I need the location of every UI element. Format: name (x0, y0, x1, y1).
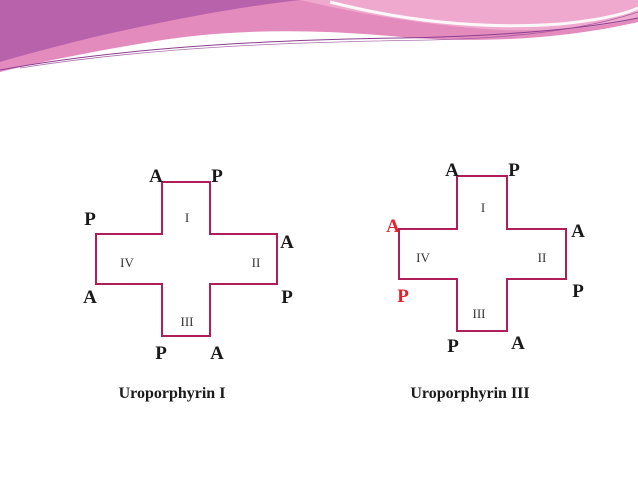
ring-iii: III (473, 306, 486, 321)
label-left-bottom: P (397, 286, 409, 307)
banner-white-swoosh (329, 0, 638, 28)
diagram-uroporphyrin-iii: A P A A P P P A I II III IV Uroporphyrin… (386, 160, 585, 402)
label-bottom-right: A (511, 333, 525, 354)
banner-wave-purple (0, 0, 300, 62)
label-top-left: A (445, 160, 459, 181)
label-bottom-left: P (447, 336, 459, 357)
banner-thin-line-2 (19, 11, 638, 69)
label-left-bottom: A (83, 287, 97, 308)
label-top-left: A (149, 166, 163, 187)
ring-ii: II (538, 250, 547, 265)
label-left-top: A (386, 216, 400, 237)
label-top-right: P (211, 166, 223, 187)
ring-iii: III (181, 314, 194, 329)
ring-iv: IV (416, 250, 430, 265)
label-right-bottom: P (572, 281, 584, 302)
caption: Uroporphyrin III (410, 385, 529, 402)
label-bottom-right: A (210, 343, 224, 364)
label-right-bottom: P (281, 287, 293, 308)
ring-i: I (481, 200, 485, 215)
ring-iv: IV (120, 255, 134, 270)
ring-ii: II (252, 255, 261, 270)
label-right-top: A (571, 221, 585, 242)
header-banner (0, 0, 638, 72)
ring-i: I (185, 210, 189, 225)
cross-outline (95, 181, 278, 337)
cross-outline (398, 175, 567, 332)
banner-highlight (300, 0, 638, 31)
caption: Uroporphyrin I (119, 385, 226, 402)
label-bottom-left: P (155, 343, 167, 364)
label-right-top: A (280, 232, 294, 253)
label-top-right: P (508, 160, 520, 181)
diagram-uroporphyrin-i: A P P A A P P A I II III IV Uroporphyrin… (83, 166, 294, 402)
label-left-top: P (84, 209, 96, 230)
